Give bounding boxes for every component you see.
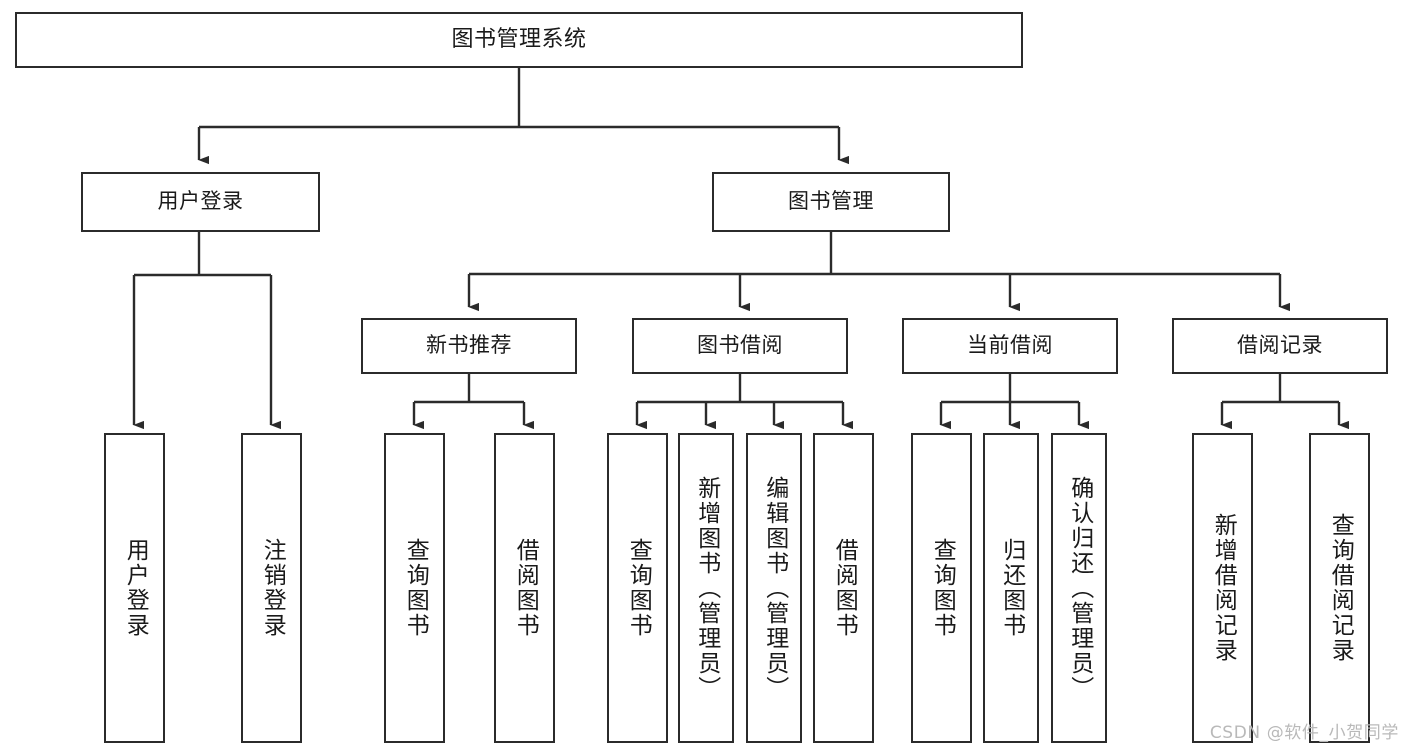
node-leaf-query-book-new-rec[interactable]: 查询图书: [384, 433, 445, 743]
node-label: 归还图书: [998, 538, 1025, 638]
node-new-book-recommendation[interactable]: 新书推荐: [361, 318, 577, 374]
node-label: 新增借阅记录: [1210, 513, 1237, 663]
node-user-login[interactable]: 用户登录: [81, 172, 320, 232]
node-leaf-return-book[interactable]: 归还图书: [983, 433, 1039, 743]
node-leaf-borrow-book-new-rec[interactable]: 借阅图书: [494, 433, 555, 743]
node-label: 图书管理: [788, 189, 874, 214]
node-leaf-user-logout[interactable]: 注销登录: [241, 433, 302, 743]
node-book-manage[interactable]: 图书管理: [712, 172, 950, 232]
node-label: 当前借阅: [967, 333, 1053, 358]
node-label: 新增图书（管理员）: [693, 475, 720, 701]
node-label: 新书推荐: [426, 333, 512, 358]
node-book-borrow[interactable]: 图书借阅: [632, 318, 848, 374]
node-label: 查询图书: [625, 538, 652, 638]
node-label: 借阅记录: [1237, 333, 1323, 358]
node-leaf-borrow-book[interactable]: 借阅图书: [813, 433, 874, 743]
node-leaf-query-book-current[interactable]: 查询图书: [911, 433, 972, 743]
node-label: 用户登录: [157, 189, 244, 214]
node-label: 编辑图书（管理员）: [761, 475, 788, 701]
node-leaf-edit-book-admin[interactable]: 编辑图书（管理员）: [746, 433, 802, 743]
node-label: 注销登录: [259, 538, 286, 638]
node-leaf-add-borrow-record[interactable]: 新增借阅记录: [1192, 433, 1253, 743]
node-label: 图书借阅: [697, 333, 783, 358]
node-leaf-add-book-admin[interactable]: 新增图书（管理员）: [678, 433, 734, 743]
node-current-borrow[interactable]: 当前借阅: [902, 318, 1118, 374]
node-leaf-query-book-borrow[interactable]: 查询图书: [607, 433, 668, 743]
node-label: 图书管理系统: [451, 26, 587, 52]
watermark-text: CSDN @软件_小贺同学: [1209, 723, 1399, 743]
node-label: 查询借阅记录: [1327, 513, 1354, 663]
node-label: 借阅图书: [831, 538, 858, 638]
node-root-book-management-system[interactable]: 图书管理系统: [15, 12, 1023, 68]
node-leaf-user-login[interactable]: 用户登录: [104, 433, 165, 743]
node-leaf-query-borrow-record[interactable]: 查询借阅记录: [1309, 433, 1370, 743]
node-label: 用户登录: [122, 538, 149, 638]
node-label: 查询图书: [402, 538, 429, 638]
node-label: 确认归还（管理员）: [1066, 475, 1093, 701]
node-borrow-record[interactable]: 借阅记录: [1172, 318, 1388, 374]
node-label: 查询图书: [929, 538, 956, 638]
node-label: 借阅图书: [512, 538, 539, 638]
node-leaf-confirm-return-admin[interactable]: 确认归还（管理员）: [1051, 433, 1107, 743]
